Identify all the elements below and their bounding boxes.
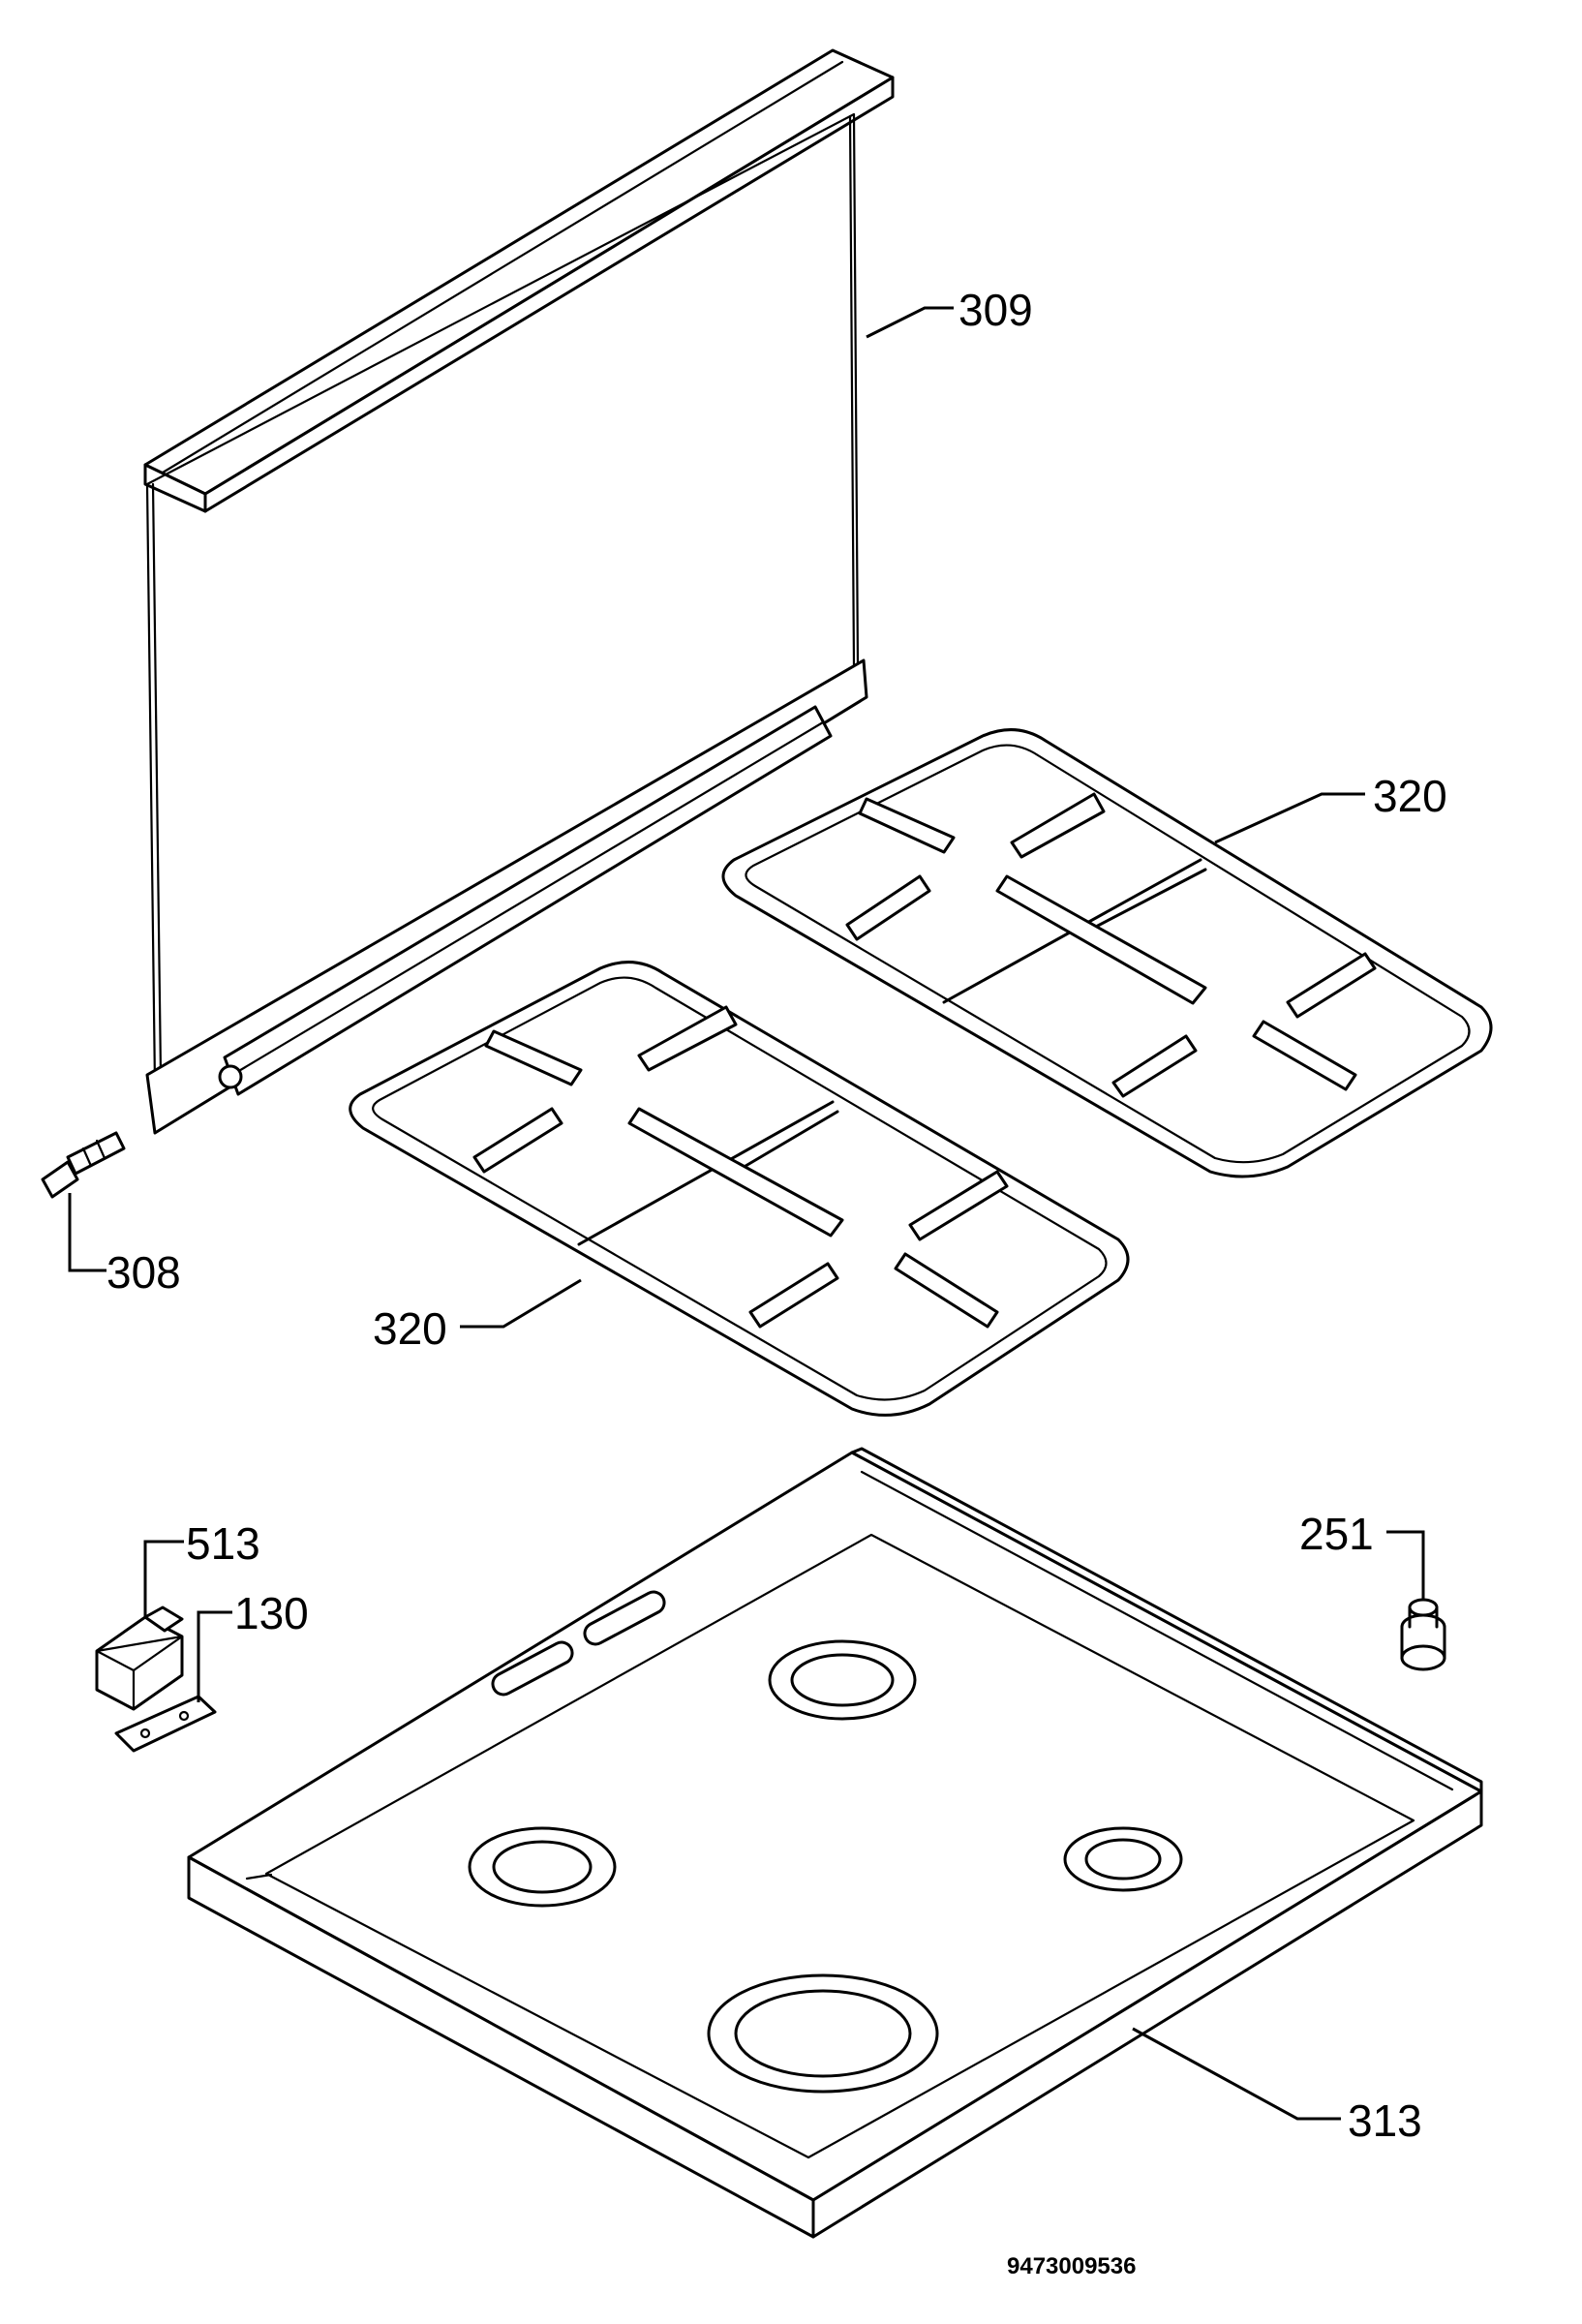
callout-320-left: 320 xyxy=(373,1303,447,1354)
leader-313 xyxy=(1132,2027,1341,2121)
hob-top-part xyxy=(187,1447,1483,2239)
callout-513: 513 xyxy=(186,1518,260,1569)
leader-130 xyxy=(197,1610,232,1702)
leader-513 xyxy=(143,1540,184,1619)
leader-309 xyxy=(866,306,954,339)
leader-320-left xyxy=(460,1278,582,1329)
document-number: 9473009536 xyxy=(1007,2253,1136,2279)
callout-251: 251 xyxy=(1299,1509,1374,1559)
leader-320-right xyxy=(1214,792,1365,844)
pan-support-grid-right-part xyxy=(721,728,1493,1178)
leader-308 xyxy=(68,1193,106,1272)
callout-313: 313 xyxy=(1348,2095,1422,2146)
leader-251 xyxy=(1386,1530,1425,1600)
glass-lid-part xyxy=(143,48,895,1135)
callout-320-right: 320 xyxy=(1373,771,1447,821)
knob-part xyxy=(1400,1598,1446,1671)
callout-308: 308 xyxy=(106,1247,181,1298)
bracket-part xyxy=(95,1605,184,1711)
callout-309: 309 xyxy=(958,285,1033,335)
pan-support-grid-left-part xyxy=(349,961,1130,1417)
callout-130: 130 xyxy=(234,1588,309,1638)
hinge-pin-part xyxy=(41,1131,126,1199)
plate-part xyxy=(114,1695,217,1753)
